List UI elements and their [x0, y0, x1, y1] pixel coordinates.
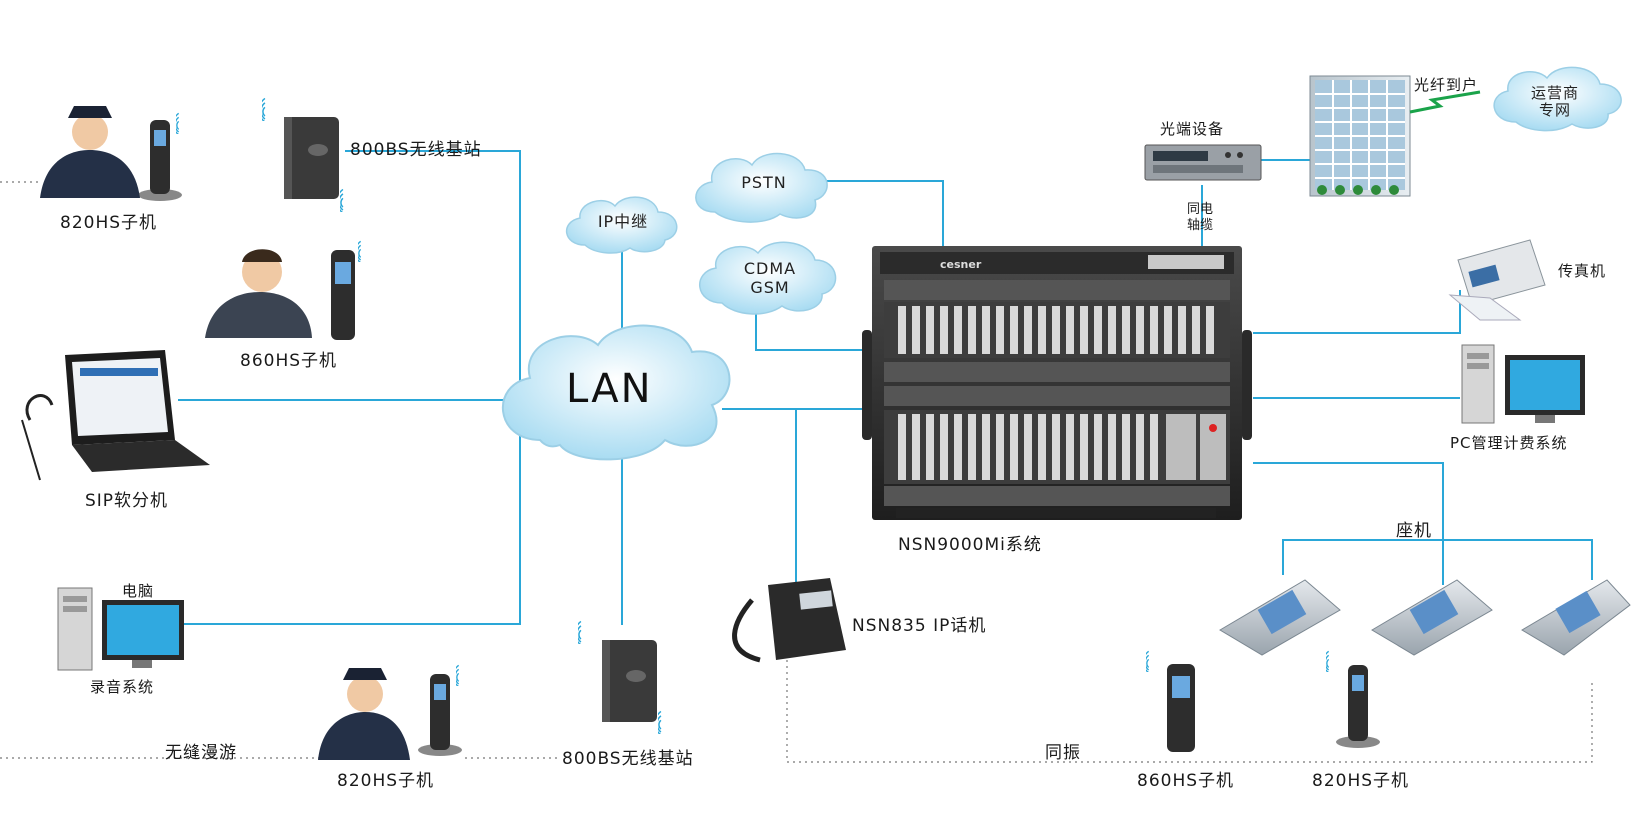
optical-terminal-device: [1144, 144, 1262, 181]
pstn-cloud: [695, 152, 828, 223]
handset-820-top: [138, 112, 182, 201]
nsn9000mi-rack: cesner: [862, 246, 1252, 520]
desk-phone-3: [1521, 579, 1631, 656]
label-carrier-1: 运营商: [1530, 84, 1579, 102]
line-fax: [1253, 290, 1461, 334]
line-bs800-top: [345, 150, 521, 385]
label-gsm: GSM: [750, 278, 790, 297]
label-ip-trunk: IP中继: [597, 212, 649, 231]
line-pc-recording: [182, 385, 521, 625]
guard-person-bottom: [318, 668, 410, 760]
label-optical-device: 光端设备: [1160, 120, 1225, 138]
label-ip-phone: NSN835 IP话机: [852, 616, 987, 636]
ip-trunk-cloud: [565, 196, 678, 254]
base-station-top: [262, 97, 344, 212]
line-seat-bus: [1282, 539, 1593, 580]
line-cdma: [755, 305, 868, 351]
rack-brand: cesner: [940, 258, 982, 271]
desk-phone-1: [1219, 579, 1341, 656]
label-roaming: 无缝漫游: [165, 743, 237, 763]
businessman-person: [205, 249, 312, 338]
line-desk-phones: [1253, 462, 1444, 585]
connection-lines: [178, 150, 1593, 625]
fax-machine: [1448, 239, 1546, 321]
label-pc-brain: 电脑: [122, 582, 155, 600]
pc-recording-computer: [57, 587, 184, 671]
handset-820-bottom: [418, 664, 462, 756]
lan-cloud: [502, 324, 731, 461]
rack-cards-bottom: [898, 414, 1226, 480]
label-carrier-2: 专网: [1538, 101, 1571, 119]
label-system: NSN9000Mi系统: [898, 535, 1042, 555]
label-820hs-top: 820HS子机: [60, 213, 158, 233]
label-820hs-right: 820HS子机: [1312, 771, 1410, 791]
handset-860-left: [331, 240, 362, 340]
ip-phone-nsn835: [732, 578, 846, 663]
handset-820-right: [1326, 650, 1380, 748]
office-building: [1309, 75, 1481, 197]
handset-860-bottom: [1146, 650, 1195, 752]
line-pstn: [825, 180, 944, 265]
label-fax: 传真机: [1558, 262, 1607, 280]
label-seat: 座机: [1396, 521, 1432, 541]
label-pc-billing: PC管理计费系统: [1450, 434, 1568, 452]
label-recording: 录音系统: [90, 678, 155, 696]
label-coax-2: 轴缆: [1187, 218, 1214, 233]
label-coax-1: 同电: [1187, 202, 1214, 217]
desk-phone-2: [1371, 579, 1493, 656]
label-820hs-bottom: 820HS子机: [337, 771, 435, 791]
pc-billing-computer: [1461, 344, 1585, 424]
rack-cards-top: [898, 306, 1214, 354]
label-860hs-left: 860HS子机: [240, 351, 338, 371]
label-800bs-top: 800BS无线基站: [350, 140, 482, 160]
label-fiber-home: 光纤到户: [1414, 76, 1479, 94]
label-860hs-bottom: 860HS子机: [1137, 771, 1235, 791]
laptop-computer: [21, 350, 210, 481]
label-simul-ring: 同振: [1045, 743, 1081, 763]
label-800bs-bottom: 800BS无线基站: [562, 749, 694, 769]
label-lan: LAN: [566, 366, 653, 412]
guard-person-top: [40, 106, 140, 198]
carrier-cloud: [1493, 66, 1622, 132]
label-sip: SIP软分机: [85, 491, 169, 511]
label-cdma: CDMA: [743, 259, 797, 278]
base-station-bottom: [578, 620, 662, 734]
dotted-lines: [0, 181, 1593, 763]
label-pstn: PSTN: [741, 173, 787, 192]
cdma-cloud: [699, 241, 837, 315]
